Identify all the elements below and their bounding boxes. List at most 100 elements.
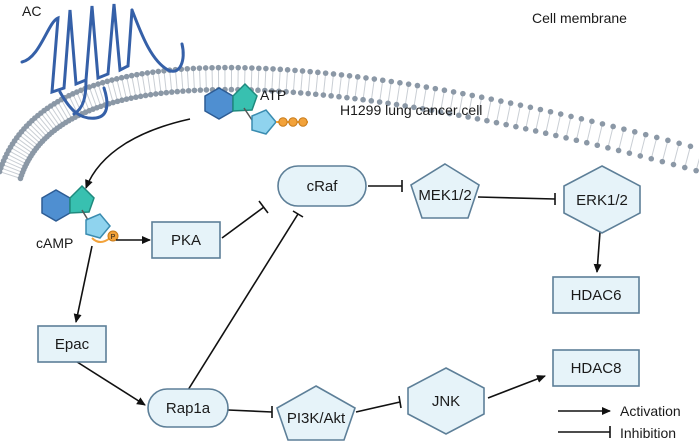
lipid-head [532,128,539,134]
lipid-tail [495,100,502,123]
lipid-head [284,67,291,73]
lipid-head [557,111,564,117]
lipid-tail [186,68,190,91]
arrow-jnk-to-hdac8 [487,375,546,399]
lipid-head [537,106,544,113]
lipid-tail [300,70,304,93]
phosphate-icon [107,230,119,242]
lipid-head [363,75,369,81]
camp-molecule-icon: P [41,184,119,243]
lipid-head [346,73,353,79]
lipid-head [168,89,175,95]
lipid-tail [8,150,29,162]
lipid-tail [12,143,32,157]
lipid-head [385,100,391,107]
ac-label: AC [22,3,41,19]
lipid-tail [37,115,53,133]
lipid-head [542,130,549,137]
lipid-head [180,88,186,94]
node-erk-label: ERK1/2 [576,192,628,209]
lipid-tail [40,112,55,131]
lipid-tail [575,118,582,141]
lipid-tail [379,80,384,103]
lipid-head [215,64,222,71]
lipid-head [290,89,297,96]
lipid-head [228,64,235,71]
lipid-head [344,94,350,101]
lipid-head [191,87,198,94]
lipid-tail [93,85,102,107]
lipid-head [292,67,298,74]
lipid-head [297,90,304,96]
lipid-head [568,113,574,120]
lipid-head [134,71,140,78]
lipid-head [90,82,97,89]
lipid-head [277,66,284,73]
lipid-head [95,81,101,87]
node-craf-label: cRaf [307,178,339,195]
lipid-head [547,108,554,115]
node-pka: PKA [151,221,221,259]
lipid-head [299,68,306,74]
lipid-head [460,90,466,97]
lipid-tail [257,68,260,91]
node-jnk-label: JNK [432,393,460,410]
lipid-head [402,103,408,109]
lipid-tail [198,68,201,91]
lipid-tail [586,121,593,143]
lipid-head [371,76,378,82]
lipid-head [222,64,228,71]
lipid-tail [4,156,26,168]
lipid-head [190,65,197,72]
lipid-head [113,76,120,82]
lipid-head [196,65,203,71]
lipid-tail [50,105,64,125]
lipid-head [513,123,519,130]
lipid-head [693,167,699,174]
lipid-head [110,99,116,106]
lipid-head [563,135,569,141]
lipid-head [681,164,688,171]
lipid-tail [264,68,267,91]
lipid-tail [0,171,21,179]
lipid-head [137,93,144,100]
lipid-tail [57,101,70,121]
lipid-tail [362,77,367,100]
lipid-head [631,129,638,135]
lipid-tail [76,91,87,113]
lipid-tail [607,126,614,148]
arrow-erk-to-hdac6 [593,231,602,273]
lipid-head [583,139,590,146]
lipid-head [605,145,611,151]
node-pi3k: PI3K/Akt [276,385,356,441]
lipid-head [615,147,622,154]
lipid-tail [650,137,658,159]
lipid-tail [396,82,401,105]
lipid-head [441,87,448,94]
lipid-head [228,86,235,93]
lipid-head [423,84,430,90]
lipid-tail [440,90,445,112]
lipid-head [255,87,261,94]
lipid-head [354,74,361,80]
lipid-tail [449,91,455,114]
lipid-head [263,65,269,72]
lipid-tail [250,67,253,90]
lipid-head [305,90,311,97]
node-craf: cRaf [277,165,367,207]
lipid-head [330,71,337,77]
lipid-head [128,95,134,101]
lipid-tail [271,68,274,91]
node-erk: ERK1/2 [563,165,641,234]
lipid-tail [338,74,342,97]
lipid-head [469,92,476,99]
lipid-tail [152,72,157,95]
lipid-head [676,140,682,147]
lipid-head [465,114,471,120]
lipid-tail [505,102,512,125]
lipid-head [428,107,435,114]
lipid-head [419,105,426,112]
lipid-tail [525,107,531,129]
lipid-tail [387,81,392,104]
lipid-tail [661,140,669,162]
